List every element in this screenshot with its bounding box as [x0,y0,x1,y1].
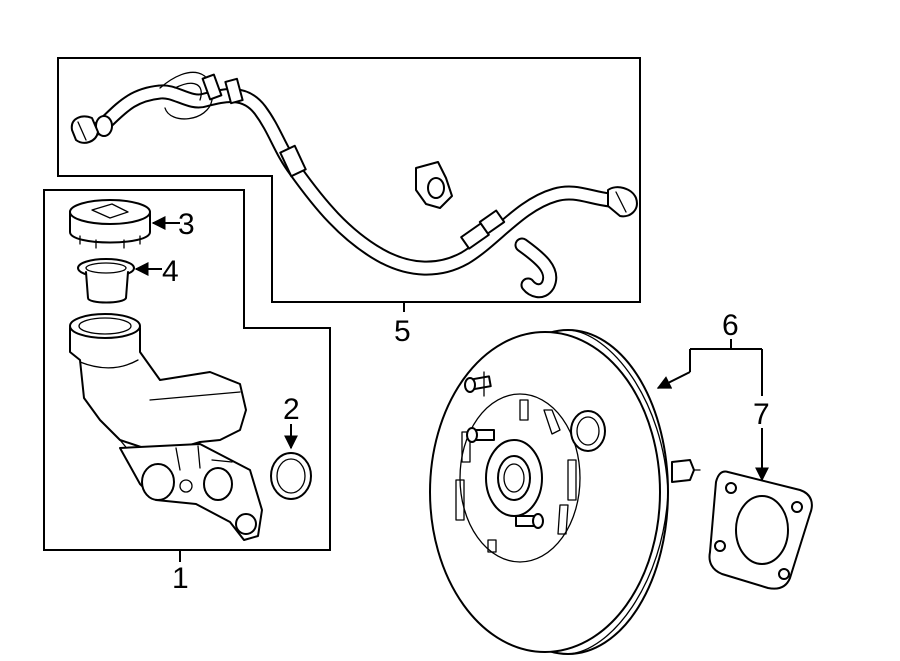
hose-clip[interactable] [415,161,453,209]
booster-stud-bottom [515,513,544,529]
vacuum-hose[interactable] [92,71,618,299]
callout-2: 2 [283,393,300,426]
callout-5: 5 [394,315,411,348]
booster-stud-left [466,427,495,443]
hose-group-frame [57,57,641,303]
hose-clamp-right[interactable] [607,186,638,218]
callout-4: 4 [162,255,179,288]
reservoir-strainer[interactable] [77,258,135,304]
callout-3: 3 [178,208,195,241]
master-cylinder[interactable] [69,313,263,541]
callout-6: 6 [722,309,739,342]
callout-7: 7 [753,398,770,431]
leader-lines [134,216,769,562]
hose-clamp-left[interactable] [70,115,99,144]
booster-gasket[interactable] [708,470,813,590]
callout-1: 1 [172,562,189,595]
brake-booster[interactable] [429,329,701,655]
master-cylinder-frame [43,189,331,551]
o-ring[interactable] [270,452,312,500]
reservoir-cap[interactable] [69,199,151,249]
vacuum-hose-group [57,57,641,303]
master-cylinder-group [43,189,331,551]
booster-stud-top [464,371,492,397]
